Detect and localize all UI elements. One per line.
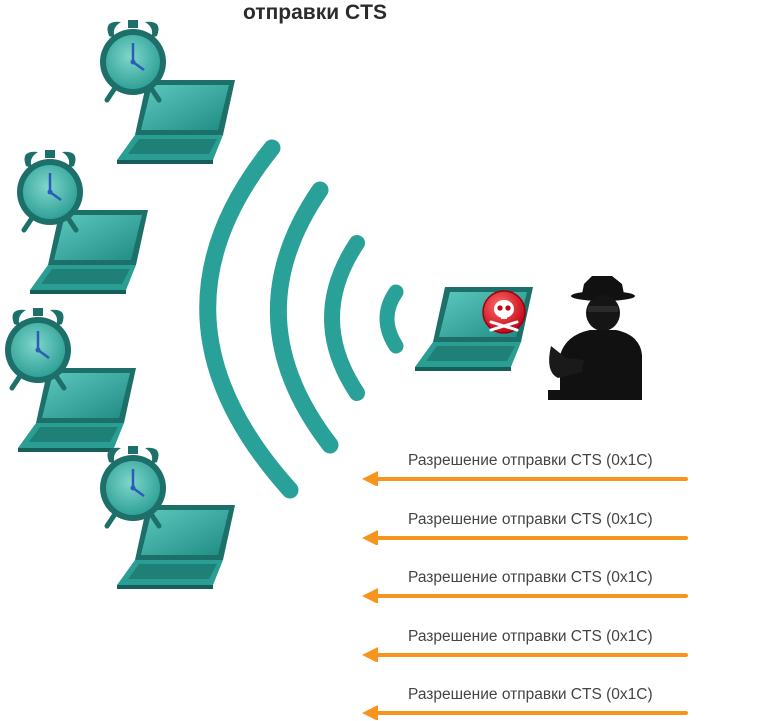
arrow-left-icon [362,530,688,545]
arrow-left-icon [362,647,688,662]
wave-4 [199,139,299,499]
cts-message-label: Разрешение отправки CTS (0x1C) [408,511,653,528]
victim-device-1 [100,20,235,164]
cts-message-label: Разрешение отправки CTS (0x1C) [408,452,653,469]
victim-device-2 [17,150,148,294]
wireless-waves-icon [199,139,404,499]
skull-crossbones-icon [482,290,526,334]
arrow-left-icon [362,588,688,603]
cts-message-4: Разрешение отправки CTS (0x1C) [360,628,690,662]
cts-message-label: Разрешение отправки CTS (0x1C) [408,686,653,703]
attacker-laptop [415,287,533,371]
victim-device-3 [5,308,136,452]
hacker-silhouette-icon [548,276,642,400]
arrow-left-icon [362,705,688,720]
cts-message-2: Разрешение отправки CTS (0x1C) [360,511,690,545]
cts-message-label: Разрешение отправки CTS (0x1C) [408,569,653,586]
wave-2 [324,235,365,401]
cts-message-1: Разрешение отправки CTS (0x1C) [360,452,690,486]
cts-message-5: Разрешение отправки CTS (0x1C) [360,686,690,720]
cts-message-label: Разрешение отправки CTS (0x1C) [408,628,653,645]
arrow-left-icon [362,471,688,486]
diagram-title: отправки CTS [243,1,387,24]
wave-3 [270,181,339,454]
cts-message-3: Разрешение отправки CTS (0x1C) [360,569,690,603]
wave-1 [379,284,404,354]
victim-device-4 [100,446,235,589]
